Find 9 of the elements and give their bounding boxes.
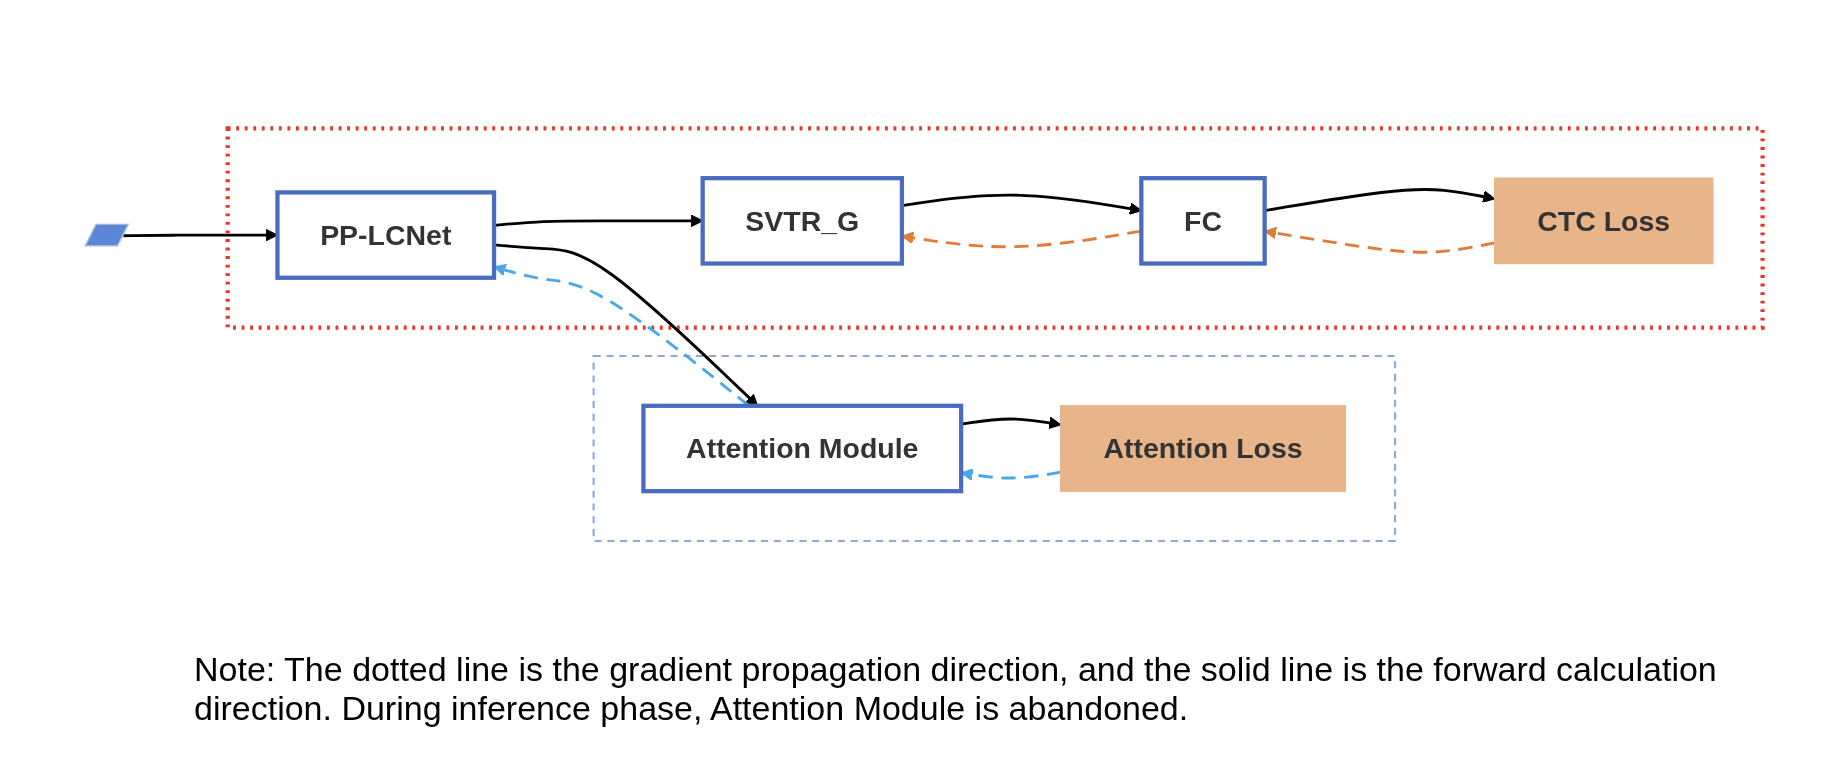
node-box: FC	[1139, 176, 1267, 266]
node-picture	[84, 223, 130, 247]
node-box: SVTR_G	[700, 176, 905, 266]
note-text: Note: The dotted line is the gradient propagation direction, and the solid line is the forward calculation direction. During inference phase, Attention Module is abandoned.	[194, 649, 1718, 728]
node-box: CTC Loss	[1493, 177, 1714, 265]
node-box: Attention Module	[641, 403, 964, 494]
node-box: Attention Loss	[1060, 405, 1346, 493]
node-box: PP-LCNet	[275, 190, 497, 281]
cluster	[592, 355, 1397, 543]
